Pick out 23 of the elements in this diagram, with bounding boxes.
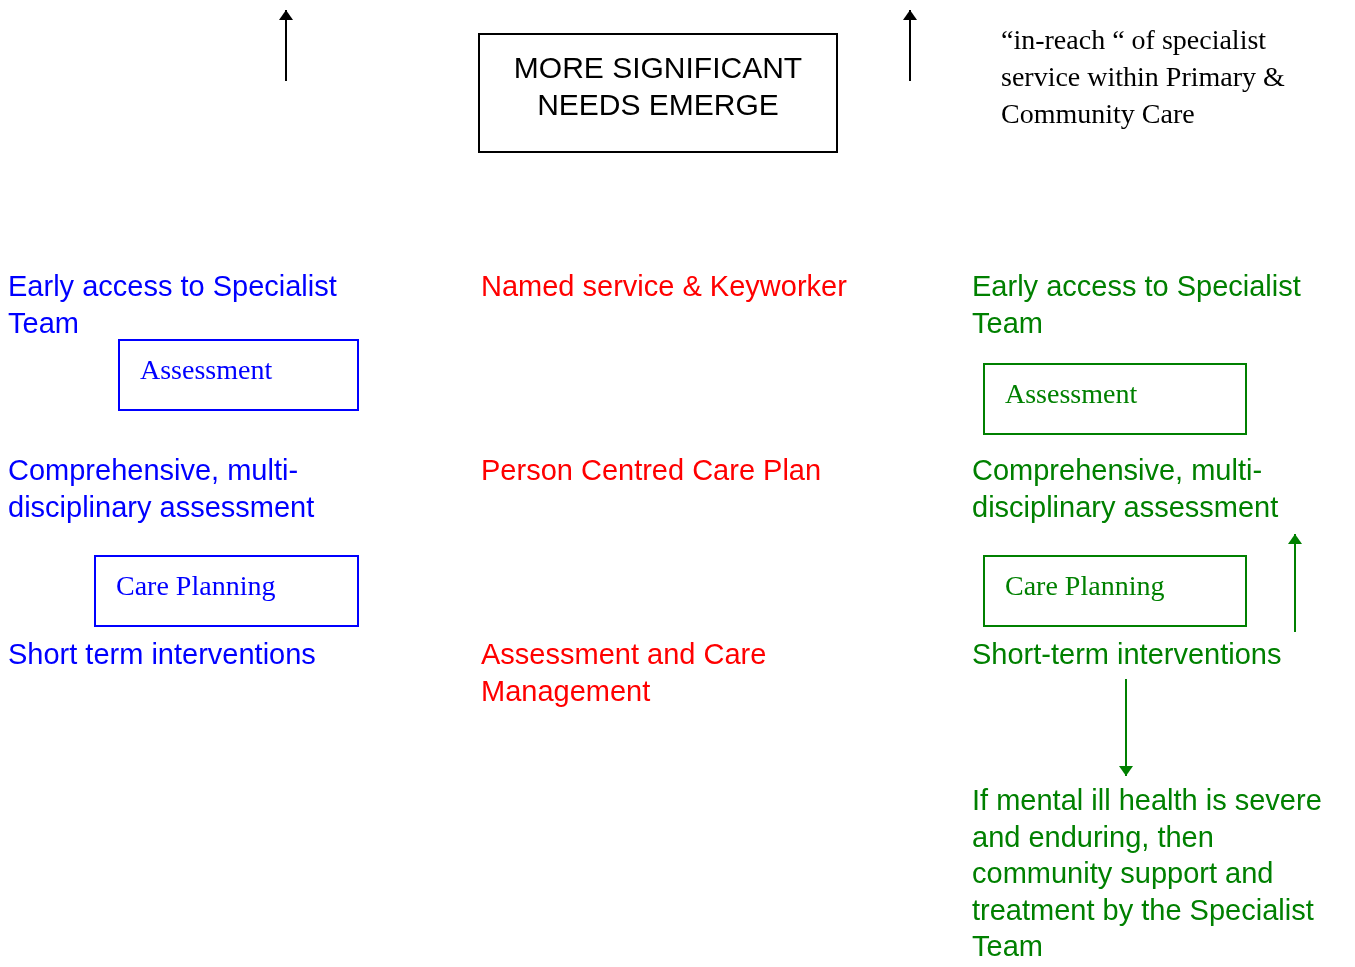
step-text: Person Centred Care Plan (481, 453, 823, 488)
arrow (1119, 678, 1133, 777)
heading-text: Early access to Specialist Team (8, 269, 338, 341)
process-box (94, 555, 359, 627)
step-text: Comprehensive, multi-disciplinary assessment (972, 452, 1317, 526)
step-text: If mental ill health is severe and enduring, then community support and treatment by the Specialist Team (972, 782, 1332, 965)
heading-text: Named service & Keyworker (481, 269, 848, 304)
heading-text: Early access to Specialist Team (972, 269, 1302, 341)
step-text: Short-term interventions (972, 636, 1317, 673)
process-box (983, 363, 1247, 435)
process-box (478, 33, 838, 153)
step-text: Assessment and Care Management (481, 637, 768, 709)
box-label: Care Planning (1005, 569, 1166, 603)
box-label: Care Planning (116, 569, 277, 603)
step-text: Comprehensive, multi-disciplinary assessment (8, 453, 316, 525)
process-box (983, 555, 1247, 627)
note-text: “in-reach “ of specialist service within Primary & Community Care (1001, 23, 1286, 131)
process-box (118, 339, 359, 411)
box-label: MORE SIGNIFICANT NEEDS EMERGE (512, 50, 804, 123)
arrow (1288, 533, 1302, 633)
box-label: Assessment (140, 353, 274, 387)
step-text: Short term interventions (8, 637, 317, 672)
box-label: Assessment (1005, 377, 1139, 411)
